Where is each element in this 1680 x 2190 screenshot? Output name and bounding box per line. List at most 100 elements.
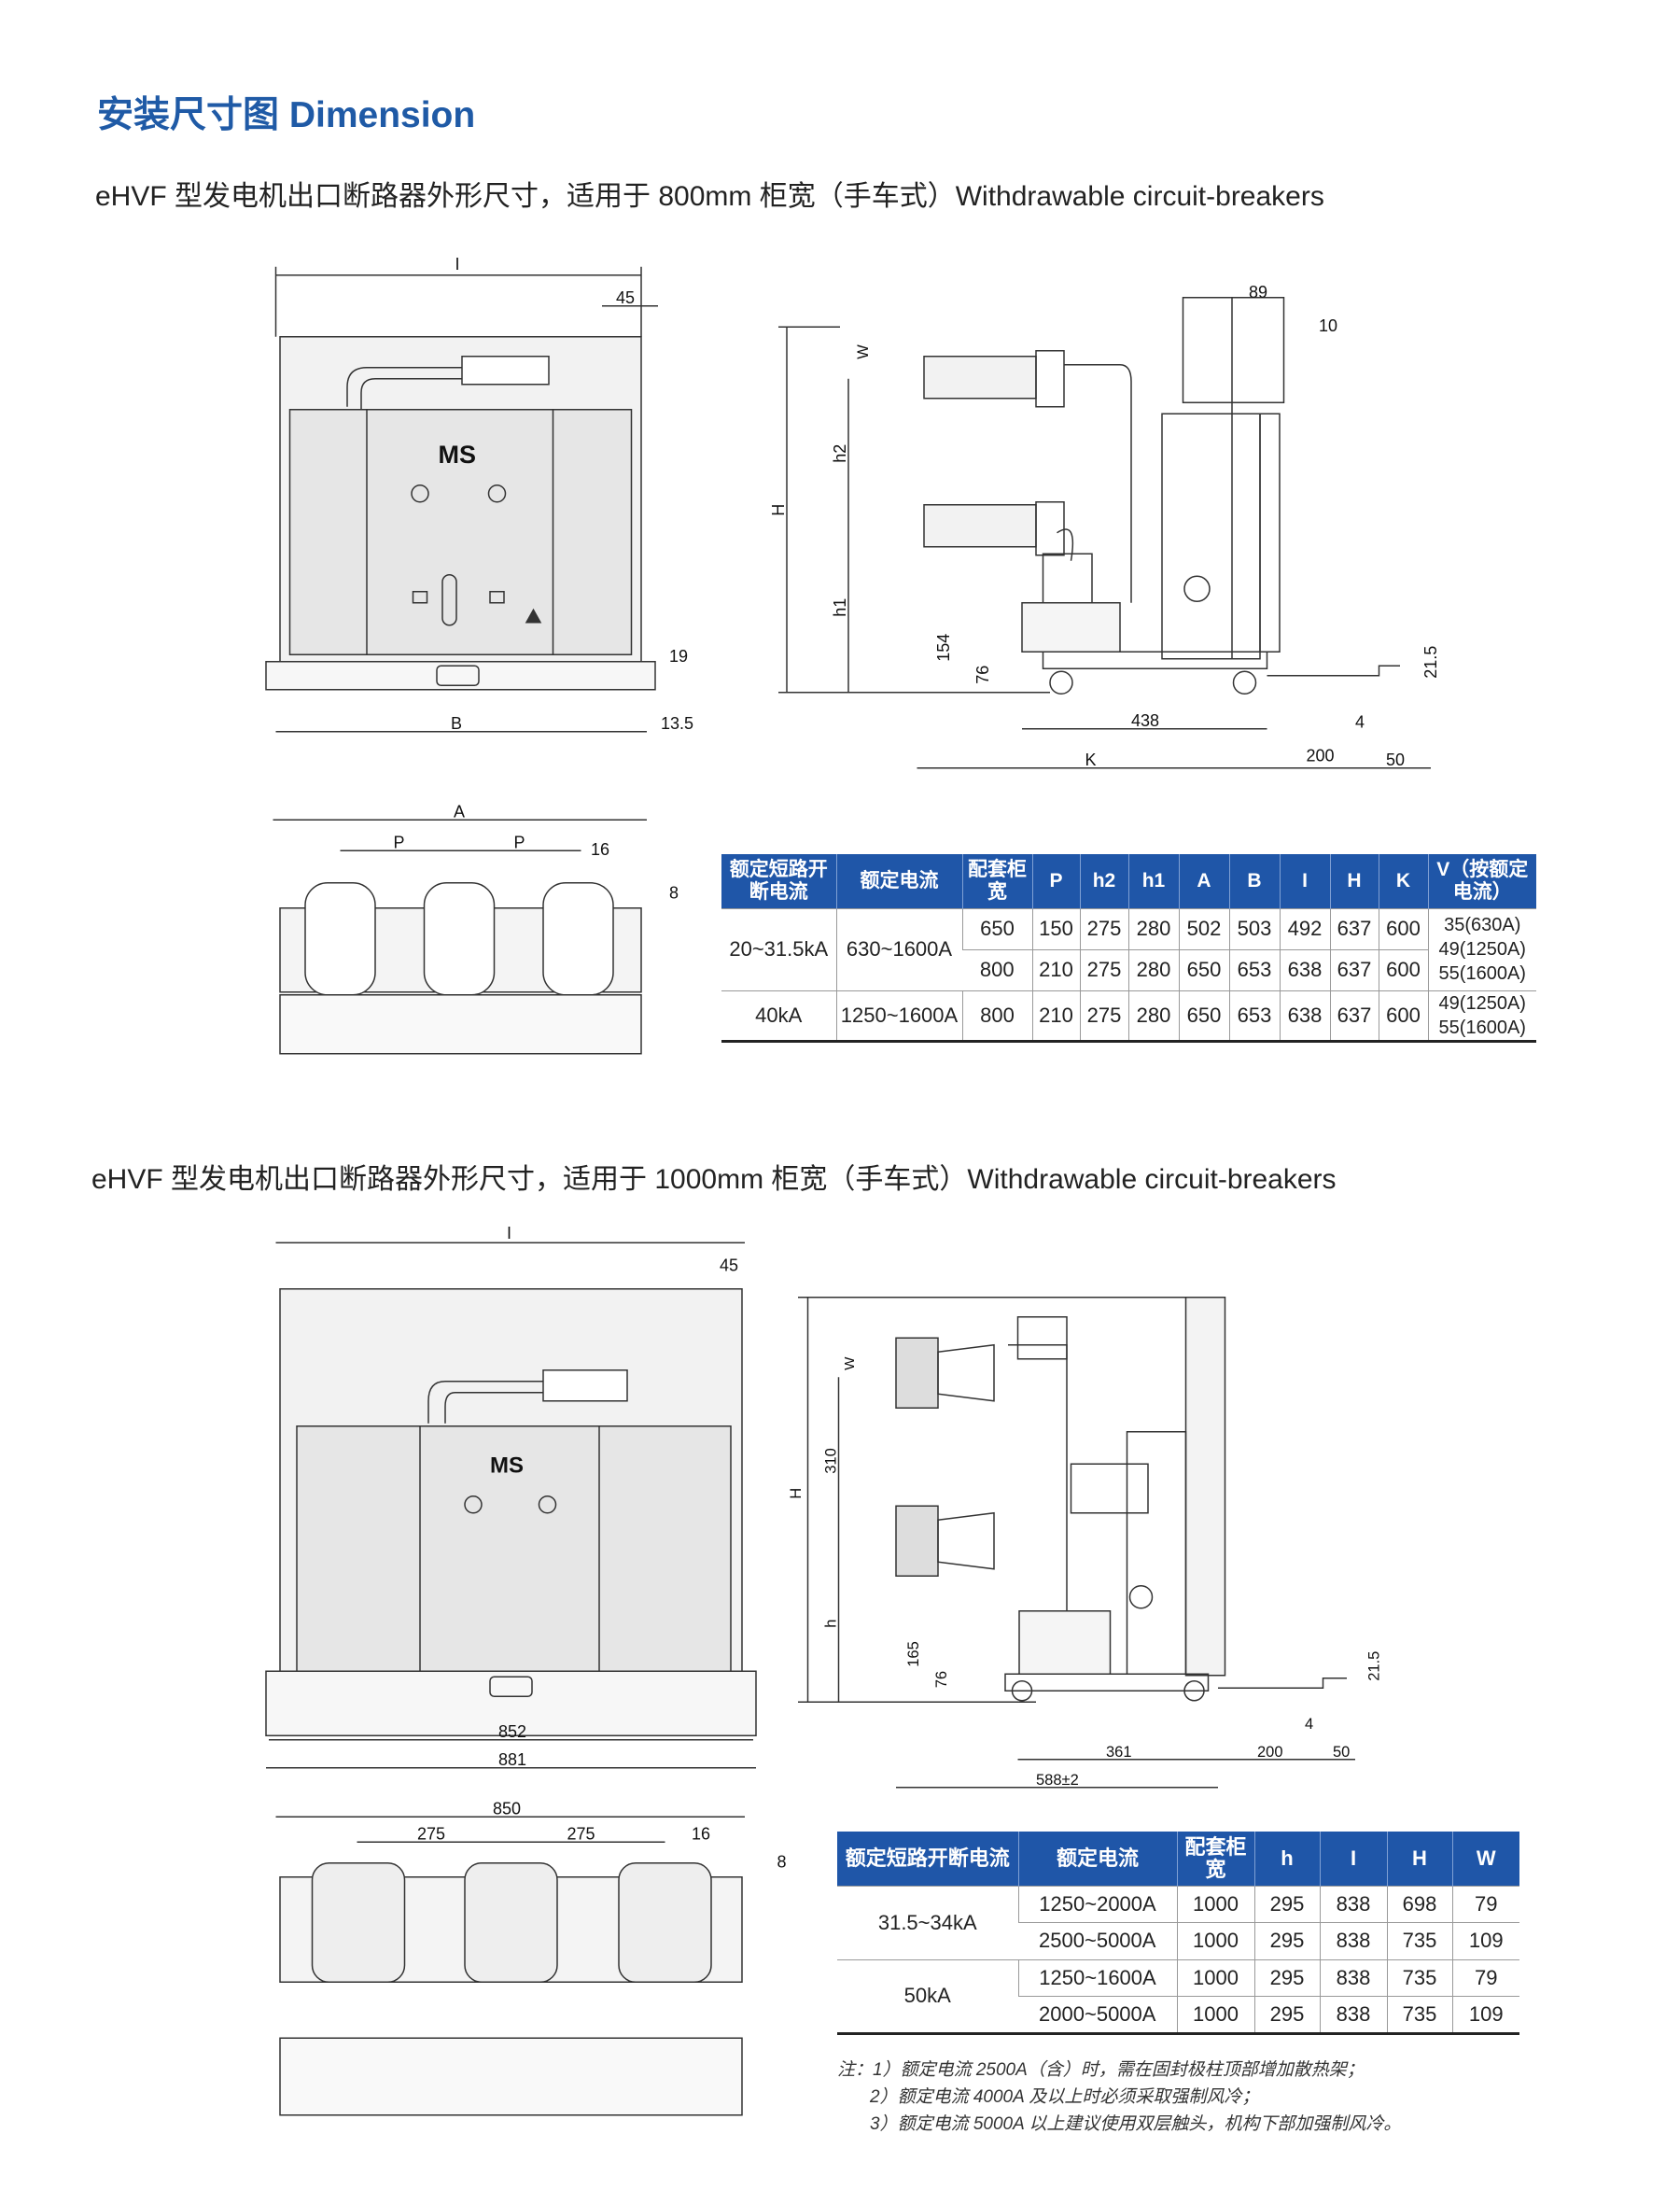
dim-45-2: 45 — [720, 1256, 738, 1274]
note-3: 3）额定电流 5000A 以上建议使用双层触头，机构下部加强制风冷。 — [870, 2114, 1402, 2134]
dim-K: K — [1085, 751, 1097, 769]
page-title: 安装尺寸图 Dimension — [97, 95, 476, 135]
dim-10: 10 — [1319, 316, 1337, 335]
dim-8: 8 — [669, 883, 679, 902]
table-cell: 2500~5000A — [1018, 1922, 1177, 1959]
table-cell: 638 — [1279, 948, 1330, 990]
table-cell: 800 — [961, 990, 1032, 1041]
note-1: 注：1）额定电流 2500A（含）时，需在固封极柱顶部增加散热架； — [837, 2060, 1365, 2080]
table-cell: 280 — [1127, 948, 1179, 990]
table-cell: 210 — [1031, 948, 1080, 990]
ms-logo-2: MS — [490, 1453, 524, 1478]
dim-154: 154 — [934, 634, 953, 662]
v-cell: 35(630A)49(1250A)55(1600A) — [1427, 907, 1536, 990]
dim-275a: 275 — [417, 1824, 445, 1843]
table-cell: 1000 — [1176, 1958, 1254, 1997]
table-header: h2 — [1079, 854, 1128, 908]
table-cell: 295 — [1253, 1922, 1320, 1959]
dim-W: W — [855, 344, 872, 359]
front-view-1000: I 45 MS 852 881 — [265, 1224, 757, 1769]
table-cell: 600 — [1378, 948, 1428, 990]
table-header: B — [1228, 854, 1280, 908]
v-cell: 49(1250A) 55(1600A) — [1427, 990, 1536, 1041]
table-cell: 275 — [1079, 990, 1128, 1041]
breaking-current-cell: 50kA — [837, 1958, 1018, 2033]
dim-200-2: 200 — [1257, 1744, 1283, 1761]
dim-588: 588±2 — [1036, 1772, 1079, 1789]
table-cell: 1250~2000A — [1017, 1885, 1177, 1923]
table-cell: 698 — [1386, 1885, 1452, 1923]
v-value: 55(1600A) — [1438, 963, 1526, 984]
table-cell: 295 — [1253, 1996, 1320, 2033]
table-header: 额定短路开断电流 — [721, 854, 836, 908]
table-cell: 503 — [1228, 907, 1280, 949]
table-cell: 650 — [961, 907, 1032, 949]
dim-438: 438 — [1131, 711, 1159, 730]
table-header: 额定短路开断电流 — [837, 1832, 1018, 1886]
table-cell: 1000 — [1176, 1922, 1254, 1959]
table-header: P — [1031, 854, 1080, 908]
breaking-current-cell: 31.5~34kA — [837, 1885, 1018, 1959]
table-cell: 280 — [1127, 907, 1179, 949]
dim-h1: h1 — [831, 598, 849, 617]
table-cell: 2000~5000A — [1018, 1996, 1177, 2033]
table-cell: 600 — [1378, 907, 1428, 949]
breaking-current-cell: 40kA — [721, 990, 836, 1041]
dim-21-5-2: 21.5 — [1366, 1651, 1383, 1681]
table-cell: 1000 — [1176, 1885, 1254, 1923]
table-cell: 735 — [1386, 1922, 1452, 1959]
dim-275b: 275 — [567, 1824, 595, 1843]
table-cell: 109 — [1451, 1996, 1519, 2033]
table-cell: 109 — [1451, 1922, 1519, 1959]
dim-I-2: I — [507, 1224, 511, 1242]
dim-310: 310 — [823, 1448, 840, 1474]
breaking-current-cell: 20~31.5kA — [721, 907, 836, 990]
table-header: h1 — [1127, 854, 1179, 908]
v-value: 49(1250A) — [1438, 992, 1526, 1014]
v-value: 55(1600A) — [1438, 1017, 1526, 1038]
dim-B: B — [451, 714, 462, 733]
table-header: I — [1319, 1832, 1387, 1886]
table-cell: 735 — [1386, 1958, 1452, 1997]
dim-I: I — [455, 255, 460, 274]
table-header: 额定电流 — [835, 854, 962, 908]
table-cell: 210 — [1031, 990, 1080, 1041]
dim-16: 16 — [591, 840, 609, 859]
dim-A: A — [454, 802, 465, 821]
dim-4: 4 — [1355, 712, 1365, 731]
dim-50-2: 50 — [1333, 1744, 1350, 1761]
dim-21-5: 21.5 — [1421, 646, 1440, 679]
table-cell: 492 — [1279, 907, 1330, 949]
dim-4-2: 4 — [1305, 1716, 1313, 1733]
table-cell: 79 — [1451, 1958, 1519, 1997]
table-cell: 275 — [1079, 907, 1128, 949]
table-cell: 295 — [1253, 1885, 1320, 1923]
table-header: H — [1386, 1832, 1452, 1886]
dim-76-2: 76 — [933, 1671, 950, 1688]
ms-logo: MS — [439, 441, 477, 469]
dim-13-5: 13.5 — [661, 714, 693, 733]
dim-50: 50 — [1386, 751, 1405, 769]
table-cell: 295 — [1253, 1958, 1320, 1997]
v-value: 49(1250A) — [1438, 939, 1526, 960]
table-cell: 1000 — [1176, 1996, 1254, 2033]
table-cell: 79 — [1451, 1885, 1519, 1923]
top-view-800: A P P 16 8 — [273, 802, 679, 1055]
side-view-1000: H 310 h W 165 76 361 21.5 4 200 50 588±2 — [788, 1297, 1383, 1789]
table-cell: 280 — [1127, 990, 1179, 1041]
table-cell: 838 — [1319, 1885, 1387, 1923]
table-header: 额定电流 — [1017, 1832, 1177, 1886]
table-cell: 653 — [1228, 990, 1280, 1041]
side-view-800: H h2 h1 W 89 10 154 76 438 21.5 4 K 200 … — [769, 283, 1440, 769]
front-view-800: I 45 MS B 19 13.5 — [265, 255, 693, 733]
dim-h: h — [823, 1620, 840, 1628]
dim-h2: h2 — [831, 444, 849, 463]
table-cell: 735 — [1386, 1996, 1452, 2033]
table-cell: 600 — [1378, 990, 1428, 1041]
